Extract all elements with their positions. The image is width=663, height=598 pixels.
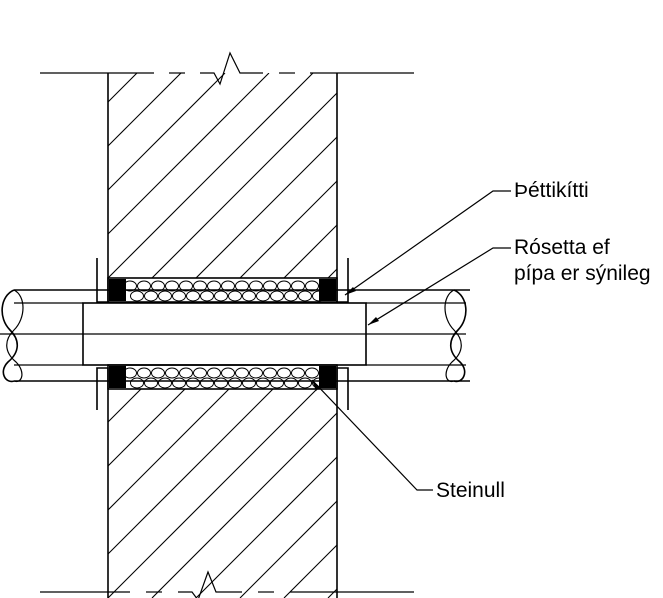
annular-gap-bottom (107, 364, 338, 390)
label-rosette-line1: Rósetta ef (514, 236, 610, 259)
break-line-bottom (40, 570, 414, 598)
mineral-wool-top (123, 280, 326, 302)
wall-hatch-bottom (108, 389, 337, 598)
label-mineral-wool: Steinull (436, 479, 505, 502)
label-rosette-line2: pípa er sýnileg (514, 262, 651, 285)
pipe (0, 289, 470, 383)
leader-rosette (367, 247, 511, 326)
leader-mineral-wool (311, 379, 433, 491)
leader-sealant (344, 190, 511, 296)
sealant-bottom-right (319, 366, 336, 388)
sealant-bottom-left (109, 366, 126, 388)
wall-hatch-top (108, 73, 337, 278)
break-line-top (40, 51, 414, 86)
wall-section (107, 73, 338, 598)
label-sealant: Þéttikítti (514, 179, 589, 202)
mineral-wool-bottom (123, 367, 326, 389)
